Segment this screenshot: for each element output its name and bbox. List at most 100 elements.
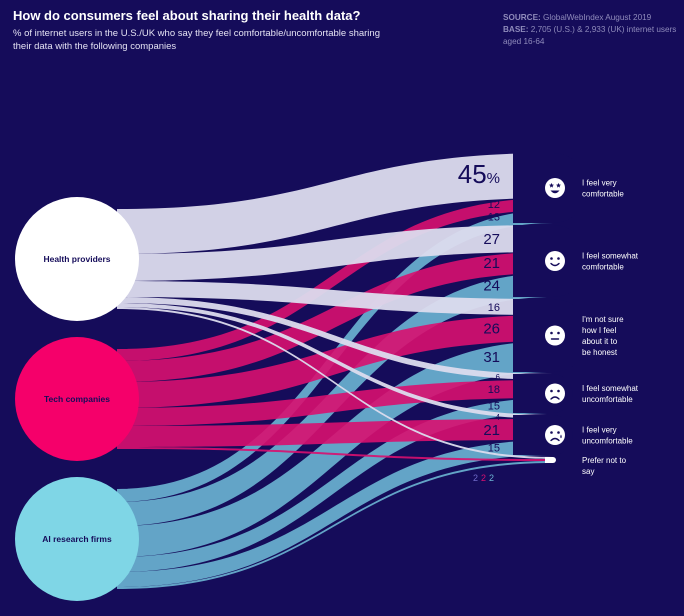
target-label-line: comfortable <box>582 263 624 272</box>
chart-subtitle: % of internet users in the U.S./UK who s… <box>13 28 380 52</box>
value-label-ai-research-firms-3: 31 <box>483 349 500 366</box>
flow-health-providers-to-target-1 <box>117 153 553 254</box>
source-node-tech-companies <box>15 337 139 461</box>
value-number: 18 <box>488 384 500 396</box>
target-label-line: I feel somewhat <box>582 384 639 393</box>
mouth <box>550 262 560 267</box>
value-label-ai-research-firms-5: 15 <box>488 442 500 454</box>
left-eye <box>550 331 553 335</box>
flow-health-providers-to-target-3 <box>117 281 553 315</box>
flow-health-providers-to-target-6 <box>117 307 553 459</box>
flow-health-providers-to-target-2 <box>117 225 553 281</box>
flow-ai-research-firms-to-target-3 <box>117 341 553 557</box>
value-label-health-providers-6: 2 <box>473 473 478 483</box>
value-number: 2 <box>489 473 494 483</box>
target-label-line: be honest <box>582 348 618 357</box>
flow-tech-companies-to-target-5 <box>117 419 553 447</box>
left-eye <box>550 257 553 260</box>
target-label-line: I feel very <box>582 179 617 188</box>
frowning-face-icon-head <box>545 383 565 404</box>
target-label-line: I'm not sure <box>582 315 624 324</box>
value-number: 15 <box>488 442 500 454</box>
value-label-tech-companies-6: 2 <box>481 473 486 483</box>
frowning-face-icon <box>545 383 565 404</box>
flow-tech-companies-to-target-4 <box>117 380 553 426</box>
flow-health-providers-to-target-5 <box>117 303 553 419</box>
value-number: 2 <box>473 473 478 483</box>
right-eye <box>557 431 560 434</box>
chart-title: How do consumers feel about sharing thei… <box>13 8 361 23</box>
source-node-health-providers <box>15 197 139 321</box>
source-label-health-providers: Health providers <box>43 254 110 264</box>
value-label-ai-research-firms-1: 13 <box>488 211 500 223</box>
target-label-line: I feel somewhat <box>582 252 639 261</box>
mouth <box>550 396 560 400</box>
tear <box>560 434 562 439</box>
target-label-line: Prefer not to <box>582 456 627 465</box>
target-node-4 <box>513 374 573 413</box>
value-label-tech-companies-5: 21 <box>483 422 500 439</box>
value-number: 45 <box>458 159 487 189</box>
source-line: SOURCE: GlobalWebIndex August 2019 <box>503 12 678 24</box>
flow-tech-companies-to-target-6 <box>117 447 553 461</box>
value-label-ai-research-firms-4: 15 <box>488 400 500 412</box>
target-label-line: about it to <box>582 337 618 346</box>
target-label-line: uncomfortable <box>582 437 633 446</box>
target-label-line: how I feel <box>582 326 616 335</box>
smiling-face-icon <box>545 251 565 271</box>
flow-ai-research-firms-to-target-5 <box>117 440 553 587</box>
crying-face-icon <box>545 425 565 445</box>
value-number: 21 <box>483 255 500 272</box>
right-eye <box>557 257 560 260</box>
star-eyes-face-icon <box>545 178 565 198</box>
value-label-ai-research-firms-6: 2 <box>489 473 494 483</box>
right-star-eye <box>556 182 561 188</box>
value-number: 16 <box>488 302 500 314</box>
mouth <box>550 437 560 442</box>
value-number: 31 <box>483 349 500 366</box>
flow-health-providers-to-target-4 <box>117 297 553 380</box>
value-number: 15 <box>488 400 500 412</box>
value-number: 2 <box>481 473 486 483</box>
value-label-health-providers-2: 27 <box>483 231 500 248</box>
flows-group <box>117 153 553 589</box>
value-label-tech-companies-3: 26 <box>483 320 500 337</box>
base-label: BASE: <box>503 25 529 34</box>
value-number: 21 <box>483 422 500 439</box>
flow-ai-research-firms-to-target-4 <box>117 398 553 572</box>
flow-tech-companies-to-target-2 <box>117 252 553 382</box>
value-number: 4 <box>496 413 501 422</box>
value-label-tech-companies-2: 21 <box>483 255 500 272</box>
base-text: 2,705 (U.S.) & 2,933 (UK) internet users… <box>503 25 677 46</box>
source-text: GlobalWebIndex August 2019 <box>543 13 652 22</box>
star-eyes-face-icon-head <box>545 178 565 198</box>
target-label-line: uncomfortable <box>582 395 633 404</box>
value-label-health-providers-4: 6 <box>496 373 501 382</box>
right-eye <box>557 389 560 393</box>
value-label-tech-companies-4: 18 <box>488 384 500 396</box>
target-label-2: I feel somewhat comfortable <box>582 252 639 272</box>
base-line: BASE: 2,705 (U.S.) & 2,933 (UK) internet… <box>503 24 678 48</box>
crying-face-icon-head <box>545 425 565 445</box>
value-number: 26 <box>483 320 500 337</box>
neutral-face-icon-head <box>545 325 565 346</box>
target-node-6 <box>545 457 556 463</box>
source-label-ai-research-firms: AI research firms <box>42 534 112 544</box>
left-eye <box>550 431 553 434</box>
flow-tech-companies-to-target-1 <box>117 198 553 361</box>
value-number: 6 <box>496 373 501 382</box>
value-number: 13 <box>488 211 500 223</box>
target-label-4: I feel somewhat uncomfortable <box>582 384 639 404</box>
smiling-face-icon-head <box>545 251 565 271</box>
right-eye <box>557 331 560 335</box>
open-mouth <box>550 190 560 194</box>
value-number: 27 <box>483 231 500 248</box>
value-label-ai-research-firms-2: 24 <box>483 277 500 294</box>
value-number: 24 <box>483 277 500 294</box>
value-label-health-providers-5: 4 <box>496 413 501 422</box>
left-star-eye <box>549 182 554 188</box>
